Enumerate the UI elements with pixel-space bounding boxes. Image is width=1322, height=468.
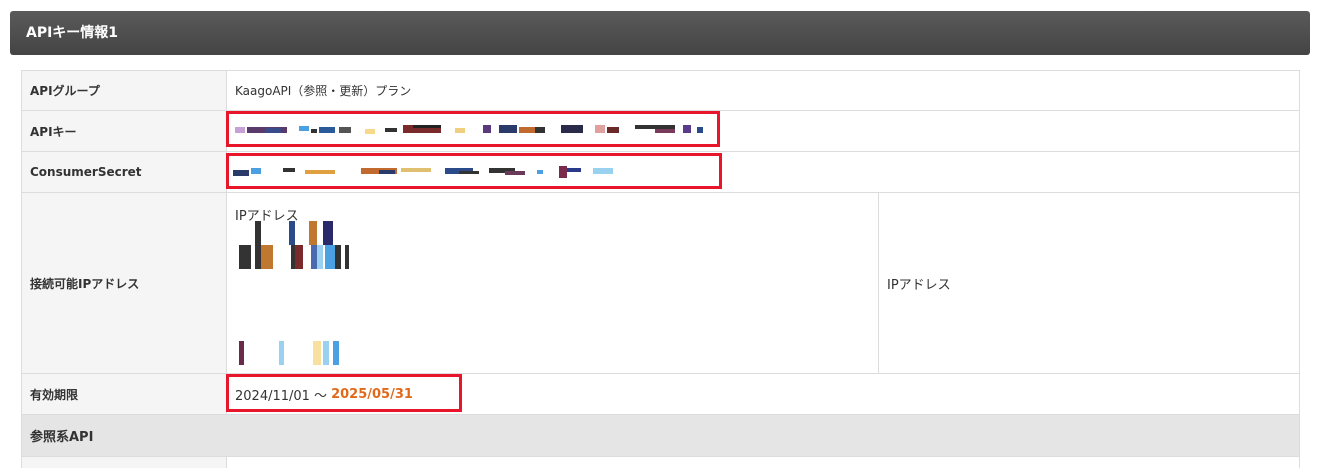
consumer-secret-redacted [233,166,623,178]
validity-label: 有効期限 [22,374,227,415]
ip-address-right-cell: IPアドレス [879,193,1299,374]
ip-address-right-label: IPアドレス [887,277,951,293]
api-key-redacted [235,125,705,137]
table-frame [21,70,1300,468]
ip-address-list-redacted [239,221,369,271]
panel-header: APIキー情報1 [10,11,1310,55]
next-row-value [227,457,1299,468]
validity-value: 2024/11/01 ～ 2025/05/31 [227,374,1299,415]
ip-address-label: 接続可能IPアドレス [22,193,227,374]
next-row-label [22,457,227,468]
validity-start: 2024/11/01 ～ [235,388,328,404]
api-key-label: APIキー [22,111,227,152]
ip-address-value: IPアドレス [227,193,879,374]
ip-address-inner-label: IPアドレス [235,209,299,224]
api-group-value: KaagoAPI（参照・更新）プラン [227,71,1299,111]
validity-end: 2025/05/31 [331,386,413,402]
consumer-secret-label: ConsumerSecret [22,152,227,193]
consumer-secret-highlight [226,153,722,189]
api-group-label: APIグループ [22,71,227,111]
api-key-highlight [226,111,720,147]
ip-address-extra-redacted [239,341,349,365]
validity-highlight [226,374,462,412]
reference-api-section-title: 参照系API [22,415,1299,457]
